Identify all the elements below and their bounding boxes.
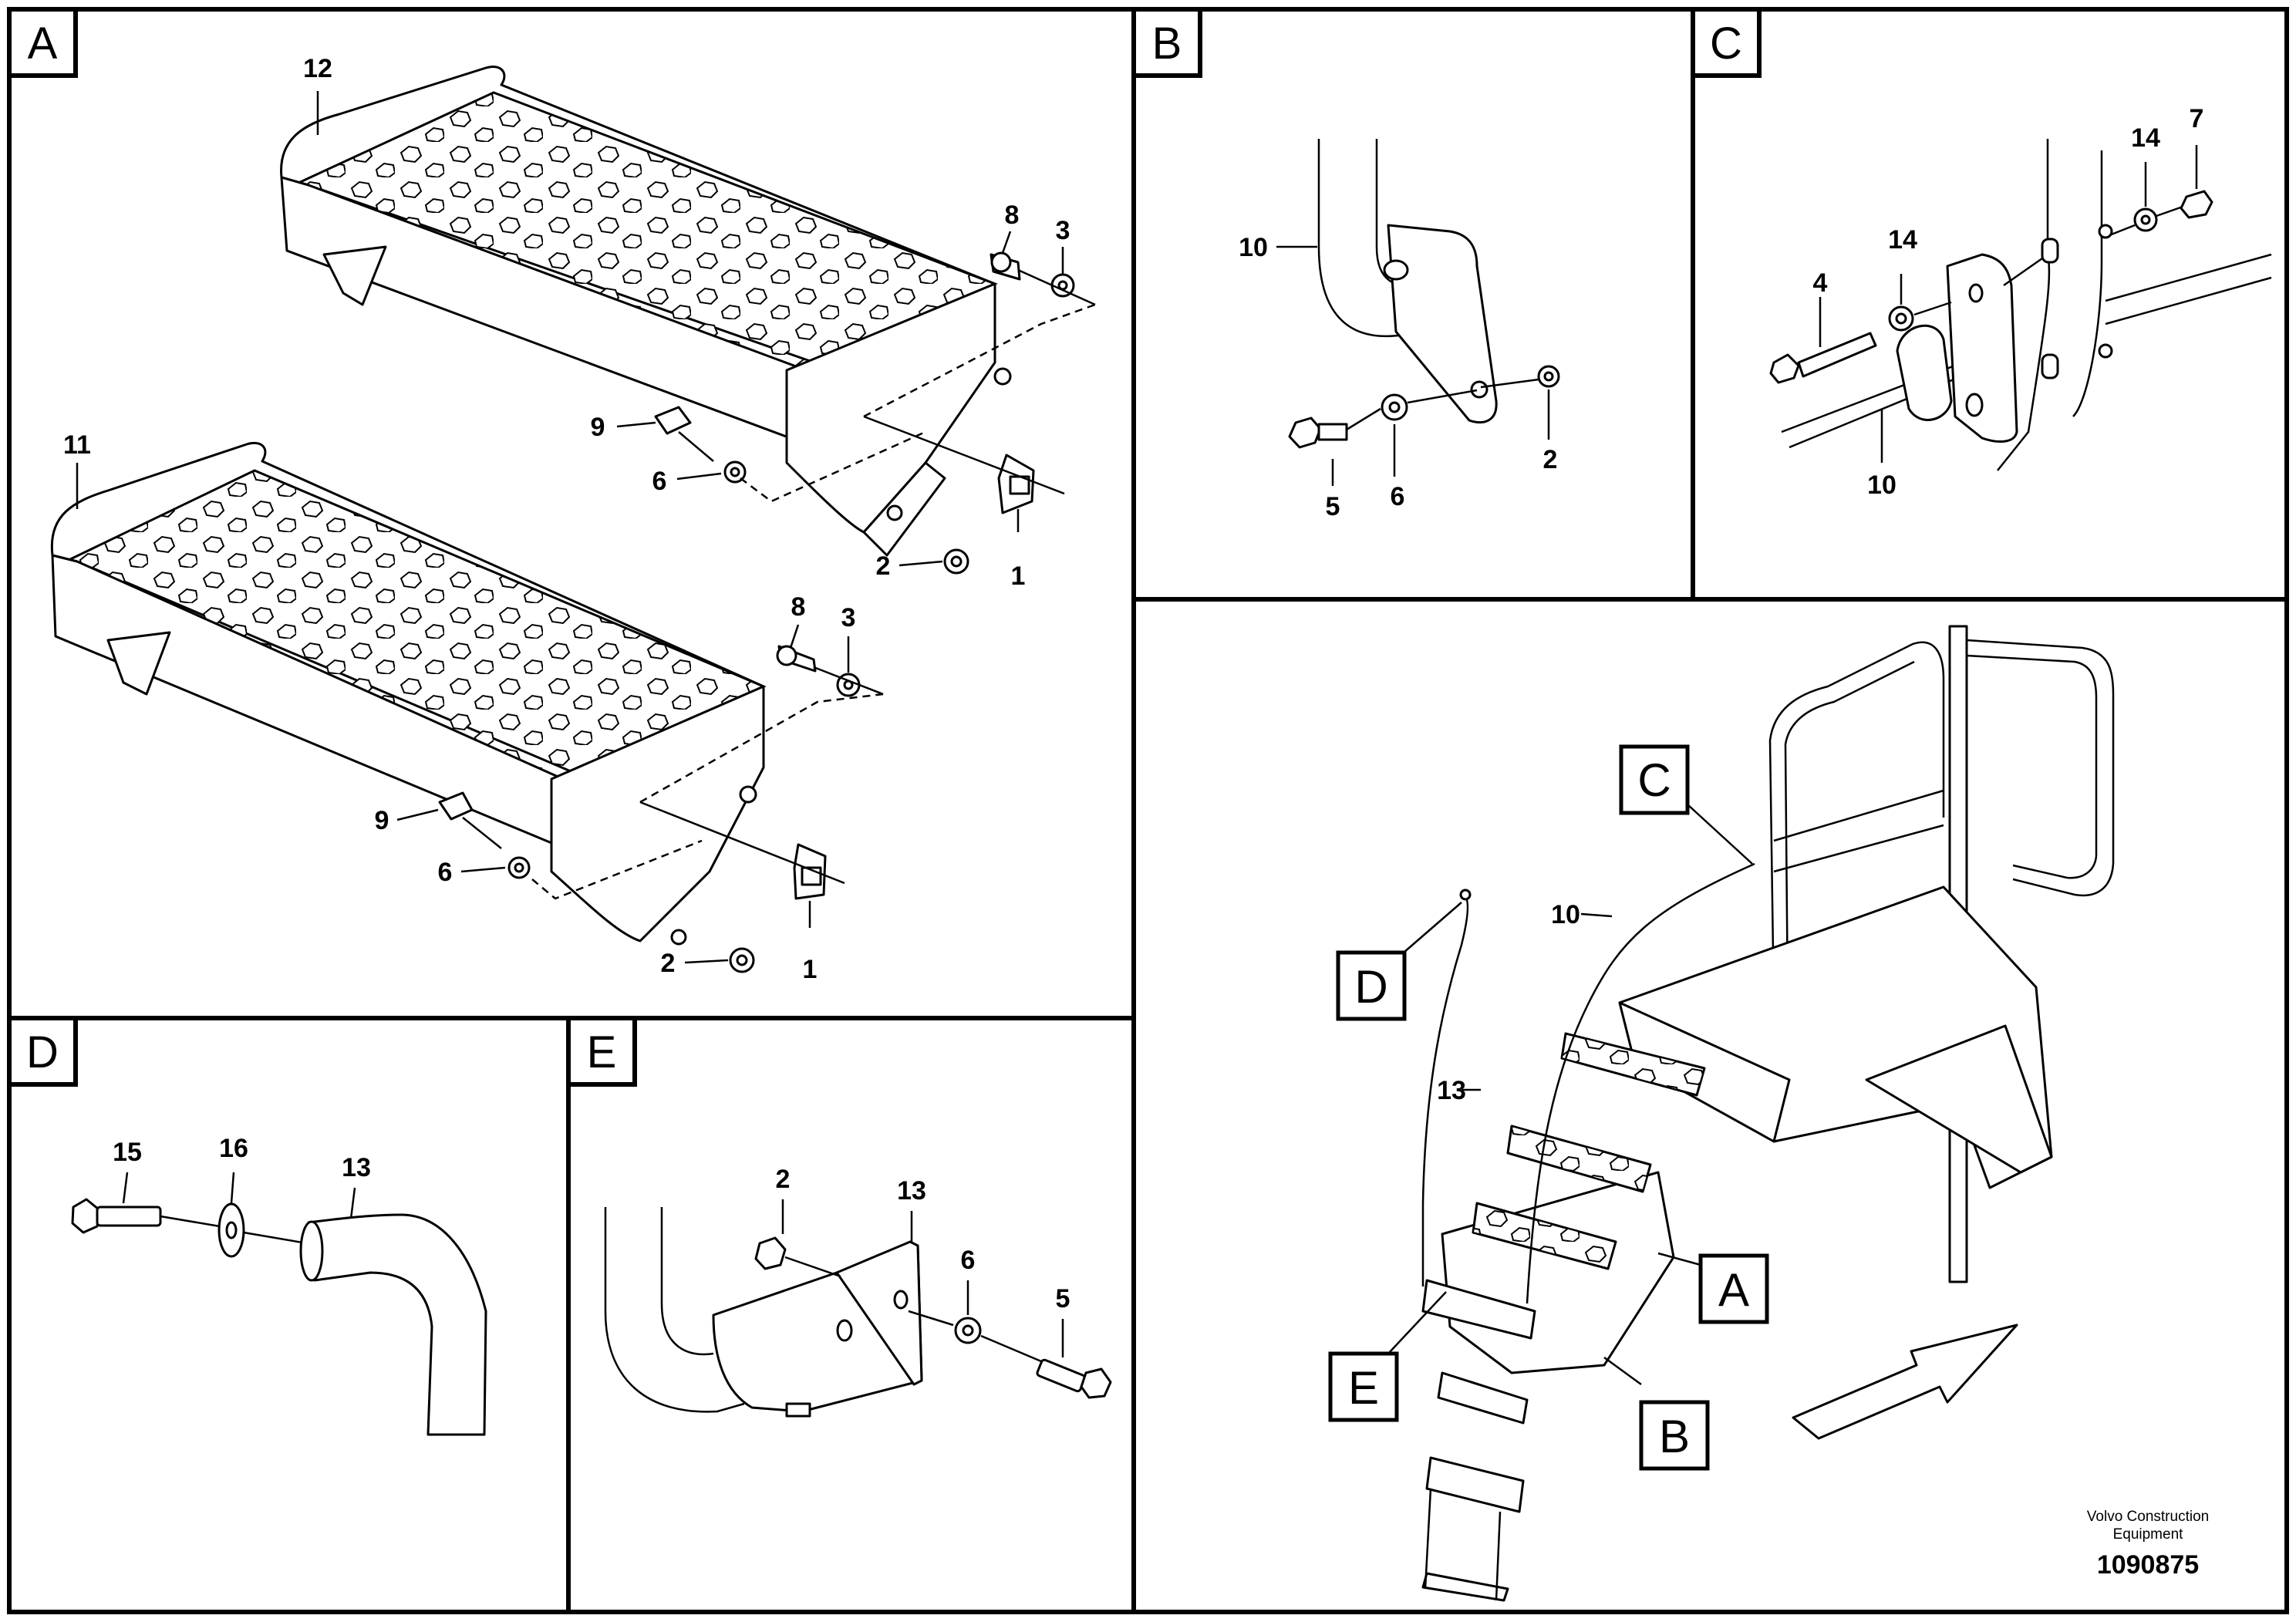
panel-b-letter: B <box>1152 19 1182 69</box>
doc-number: 1090875 <box>2097 1550 2199 1580</box>
callout-5: 5 <box>1326 492 1340 521</box>
callout-7: 7 <box>2190 104 2204 133</box>
view-marker-c: C <box>1637 754 1671 806</box>
panel-d: 15 16 13 <box>71 1134 487 1436</box>
panel-a-letter: A <box>28 19 58 69</box>
view-marker-b: B <box>1659 1411 1690 1462</box>
view-marker-a: A <box>1718 1264 1749 1316</box>
callout-2: 2 <box>876 551 891 581</box>
callout-3: 3 <box>1056 216 1070 245</box>
direction-arrow <box>1792 1324 2018 1440</box>
callout-13: 13 <box>1437 1076 1466 1105</box>
upper-hardware <box>654 251 1096 575</box>
callout-12: 12 <box>303 54 332 83</box>
callout-1: 1 <box>1011 561 1026 591</box>
callout-2: 2 <box>776 1165 791 1194</box>
panel-a: 12 11 8 3 9 6 2 1 8 3 9 6 2 1 <box>50 54 1096 984</box>
panel-letters: A B C D E <box>7 7 1762 1087</box>
callout-6: 6 <box>438 858 453 887</box>
panel-e-letter: E <box>587 1027 617 1077</box>
callout-13: 13 <box>897 1176 926 1206</box>
callout-14: 14 <box>2131 123 2160 153</box>
callout-10: 10 <box>1239 233 1268 262</box>
callout-10: 10 <box>1867 470 1896 500</box>
panel-e: 2 13 6 5 <box>604 1165 1112 1418</box>
callout-13: 13 <box>342 1153 371 1182</box>
panel-overview-frame <box>1131 597 2289 1614</box>
view-marker-e: E <box>1348 1362 1379 1414</box>
upper-step <box>280 66 1012 557</box>
view-marker-d: D <box>1354 961 1387 1013</box>
callout-14: 14 <box>1888 225 1917 255</box>
callout-6: 6 <box>1391 482 1405 511</box>
callout-8: 8 <box>791 592 806 622</box>
callout-15: 15 <box>113 1138 142 1167</box>
callout-9: 9 <box>591 413 605 442</box>
panel-b: 10 5 6 2 <box>1239 139 1560 521</box>
callout-1: 1 <box>803 955 818 984</box>
panel-c: 14 7 14 4 10 <box>1769 104 2272 500</box>
callout-6: 6 <box>652 467 667 496</box>
lower-hardware <box>438 645 884 973</box>
callout-6: 6 <box>961 1246 976 1275</box>
panel-c-letter: C <box>1710 19 1742 69</box>
credit-line1: Volvo Construction <box>2087 1509 2209 1525</box>
callout-5: 5 <box>1056 1284 1070 1313</box>
callout-8: 8 <box>1005 201 1020 230</box>
callout-10: 10 <box>1551 900 1580 929</box>
callout-16: 16 <box>219 1134 248 1163</box>
callout-3: 3 <box>841 603 856 632</box>
overview-panel: 10 13 C D A B E Volvo Construction Equip… <box>1328 625 2209 1602</box>
panel-d-letter: D <box>26 1027 59 1077</box>
callout-11: 11 <box>63 430 91 460</box>
lower-step <box>50 442 767 946</box>
callout-2: 2 <box>661 949 676 978</box>
panel-a-leaders <box>76 91 1064 964</box>
credit-line2: Equipment <box>2113 1526 2184 1543</box>
callout-9: 9 <box>375 806 389 835</box>
callout-2: 2 <box>1543 445 1558 474</box>
callout-4: 4 <box>1813 268 1828 298</box>
